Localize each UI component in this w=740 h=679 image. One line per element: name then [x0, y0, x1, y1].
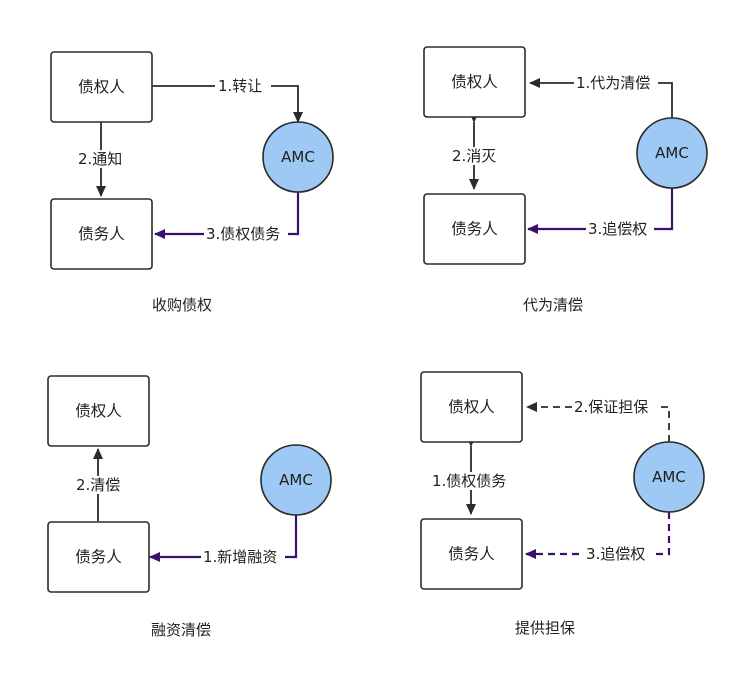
debtor-box	[420, 518, 523, 590]
debtor-label: 债务人	[448, 545, 495, 563]
edge-recourse	[527, 188, 674, 234]
debtor-box	[50, 198, 153, 270]
panel-acquire-claims: 债权人 债务人 AMC 1.转让 2.通知 3.债权债务 收购债权	[50, 51, 334, 314]
edge-label-extinguish: 2.消灭	[452, 147, 496, 165]
creditor-box	[50, 51, 153, 123]
edge-recourse	[525, 512, 671, 559]
panel-caption: 代为清偿	[523, 296, 583, 314]
edge-label-guarantee: 2.保证担保	[574, 398, 648, 416]
amc-circle	[262, 121, 334, 193]
edge-label-recourse: 3.追偿权	[586, 545, 645, 563]
edge-label-new-financing: 1.新增融资	[203, 548, 277, 566]
edge-claims-debts	[154, 192, 300, 239]
debtor-label: 债务人	[451, 220, 498, 238]
amc-label: AMC	[281, 148, 315, 166]
edge-label-repay: 2.清偿	[76, 476, 120, 494]
amc-circle	[633, 441, 705, 513]
edge-new-financing	[149, 515, 298, 562]
edge-label-recourse: 3.追偿权	[588, 220, 647, 238]
amc-label: AMC	[652, 468, 686, 486]
panel-financing-repayment: 债权人 债务人 AMC 2.清偿 1.新增融资 融资清偿	[47, 375, 332, 639]
debtor-label: 债务人	[78, 225, 125, 243]
debtor-label: 债务人	[75, 548, 122, 566]
creditor-label: 债权人	[451, 73, 498, 91]
creditor-box	[423, 46, 526, 118]
panel-caption: 收购债权	[152, 296, 212, 314]
amc-circle	[260, 444, 332, 516]
panel-caption: 提供担保	[515, 619, 575, 637]
creditor-label: 债权人	[78, 78, 125, 96]
panel-provide-guarantee: 债权人 债务人 AMC 2.保证担保 1.债权债务 3.追偿权 提供担保	[420, 371, 705, 637]
edge-label-transfer: 1.转让	[218, 77, 262, 95]
edge-label-notify: 2.通知	[78, 150, 122, 168]
edge-label-pay-on-behalf: 1.代为清偿	[576, 74, 650, 92]
panel-pay-on-behalf: 债权人 债务人 AMC 1.代为清偿 2.消灭 3.追偿权 代为清偿	[423, 46, 708, 314]
amc-label: AMC	[279, 471, 313, 489]
debtor-box	[423, 193, 526, 265]
creditor-box	[47, 375, 150, 447]
creditor-label: 债权人	[448, 398, 495, 416]
creditor-box	[420, 371, 523, 443]
edge-transfer	[152, 85, 303, 123]
edge-label-claims-debts: 1.债权债务	[432, 472, 506, 490]
amc-circle	[636, 117, 708, 189]
edge-label-claims-debts: 3.债权债务	[206, 225, 280, 243]
amc-label: AMC	[655, 144, 689, 162]
creditor-label: 债权人	[75, 402, 122, 420]
panel-caption: 融资清偿	[151, 621, 211, 639]
debtor-box	[47, 521, 150, 593]
